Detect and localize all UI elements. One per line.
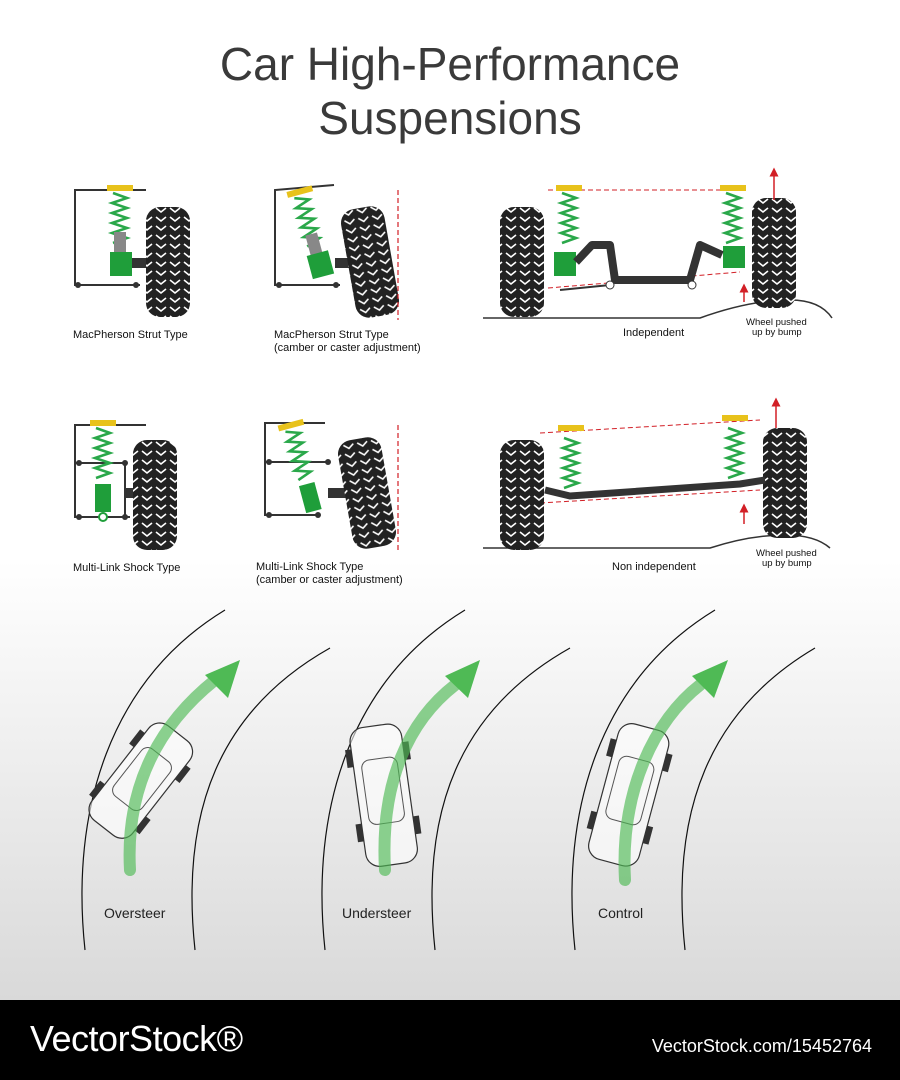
label-multilink-camber-1: Multi-Link Shock Type [256,561,364,573]
macpherson-camber-diagram [274,184,399,320]
label-macpherson-camber-1: MacPherson Strut Type [274,329,389,341]
caption-understeer: Understeer [342,905,412,921]
label-macpherson-camber-2: (camber or caster adjustment) [274,342,421,354]
suspension-illustrations [74,167,833,951]
label-bump-4: up by bump [762,558,812,569]
label-multilink-camber-2: (camber or caster adjustment) [256,574,403,586]
label-non-independent: Non independent [612,561,696,573]
label-bump-1: Wheel pushed [746,317,807,328]
label-bump-3: Wheel pushed [756,548,817,559]
independent-diagram [483,167,833,319]
label-independent: Independent [623,327,685,339]
title-line-1: Car High-Performance [219,38,681,90]
watermark-brand: VectorStock® [30,1018,243,1059]
title-line-2: Suspensions [318,92,582,144]
label-macpherson: MacPherson Strut Type [73,329,188,341]
watermark-id: VectorStock.com/15452764 [651,1036,872,1056]
label-multilink: Multi-Link Shock Type [73,562,181,574]
label-bump-2: up by bump [752,327,802,338]
caption-control: Control [598,905,644,921]
caption-oversteer: Oversteer [104,905,166,921]
macpherson-strut-diagram [74,185,190,317]
watermark-bar: VectorStock® VectorStock.com/15452764 [0,1000,900,1080]
steering-illustrations [81,609,816,951]
multilink-diagram [74,420,177,550]
non-independent-diagram [483,397,831,550]
multilink-camber-diagram [264,418,399,550]
